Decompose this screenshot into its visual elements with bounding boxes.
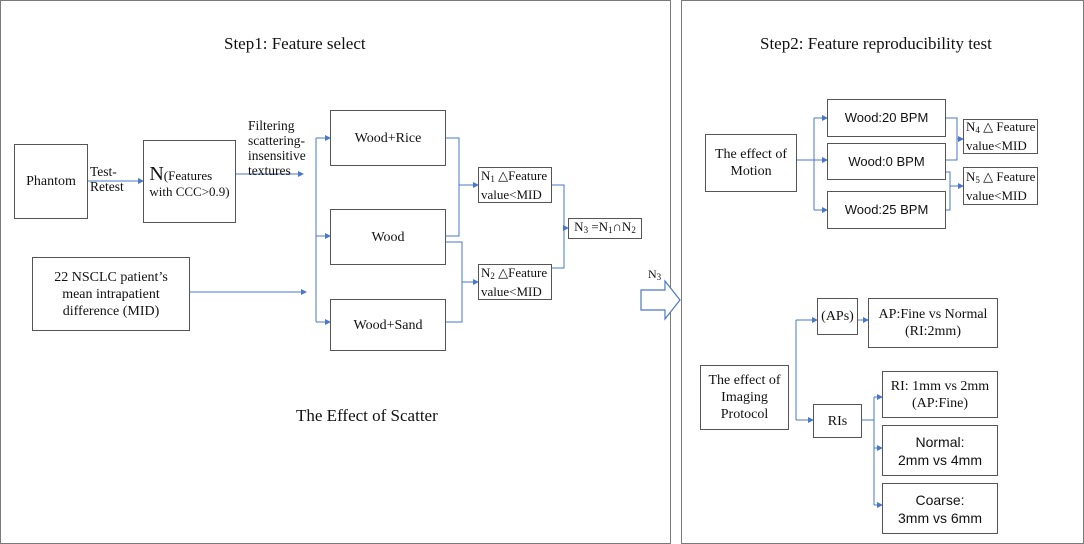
arrow-sub: 3 bbox=[656, 272, 662, 282]
n4-sub: 4 bbox=[975, 125, 980, 135]
n-features-label: (Features with CCC>0.9) bbox=[149, 167, 230, 199]
hollow-arrow bbox=[640, 279, 681, 321]
bpm20-bpm0-to-n4 bbox=[946, 117, 958, 161]
imaging-label: The effect of Imaging Protocol bbox=[708, 373, 781, 422]
n1-text: △Feature value<MID bbox=[481, 167, 548, 202]
n-symbol: N bbox=[149, 162, 164, 185]
n5-text: △ Feature value<MID bbox=[966, 168, 1036, 203]
normal-label: Normal: 2mm vs 4mm bbox=[898, 433, 982, 468]
bpm25-box: Wood:25 BPM bbox=[827, 191, 946, 229]
step1-subtitle: The Effect of Scatter bbox=[296, 406, 438, 425]
patients-mid-box: 22 NSCLC patient’s mean intrapatient dif… bbox=[32, 257, 190, 331]
ap-fine-normal-box: AP:Fine vs Normal (RI:2mm) bbox=[868, 298, 998, 348]
n2-sub: 2 bbox=[490, 270, 495, 281]
n3-cap: ∩N bbox=[612, 219, 632, 234]
n3-lhs-sub: 3 bbox=[583, 225, 589, 235]
bpm0-label: Wood:0 BPM bbox=[848, 153, 925, 169]
wood-rice-box: Wood+Rice bbox=[330, 110, 446, 166]
wood-sand-box: Wood+Sand bbox=[330, 299, 446, 351]
n4-box: N4 △ Feature value<MID bbox=[963, 119, 1038, 154]
patients-mid-label: 22 NSCLC patient’s mean intrapatient dif… bbox=[54, 269, 168, 319]
step2-title: Step2: Feature reproducibility test bbox=[760, 34, 992, 53]
rice-wood-to-n1 bbox=[446, 137, 460, 237]
n5-box: N5 △ Feature value<MID bbox=[963, 167, 1038, 205]
imaging-box: The effect of Imaging Protocol bbox=[700, 365, 789, 430]
ri-1-2-box: RI: 1mm vs 2mm (AP:Fine) bbox=[882, 371, 998, 418]
bpm0-box: Wood:0 BPM bbox=[827, 143, 946, 180]
n3-s1: 1 bbox=[608, 225, 613, 235]
aps-label: (APs) bbox=[821, 309, 854, 324]
n1-sub: 1 bbox=[490, 173, 495, 184]
n4-text: △ Feature value<MID bbox=[966, 119, 1036, 153]
bpm20-box: Wood:20 BPM bbox=[827, 99, 946, 137]
wood-sand-label: Wood+Sand bbox=[353, 317, 423, 333]
n-features-box: N(Features with CCC>0.9) bbox=[143, 140, 236, 223]
bpm20-label: Wood:20 BPM bbox=[844, 110, 929, 125]
n1-n2-to-n3 bbox=[552, 184, 565, 269]
ris-label: RIs bbox=[827, 413, 848, 429]
coarse-label: Coarse: 3mm vs 6mm bbox=[898, 491, 982, 526]
arrow-n: N bbox=[648, 267, 657, 281]
motion-label: The effect of Motion bbox=[714, 147, 788, 179]
n2-text: △Feature value<MID bbox=[481, 264, 548, 299]
wood-sand-to-n2 bbox=[446, 241, 463, 323]
n3-s2: 2 bbox=[631, 225, 636, 235]
ris-box: RIs bbox=[813, 404, 862, 438]
coarse-box: Coarse: 3mm vs 6mm bbox=[882, 483, 998, 534]
n3-lhs: N bbox=[574, 219, 584, 234]
normal-box: Normal: 2mm vs 4mm bbox=[882, 425, 998, 476]
phantom-box: Phantom bbox=[14, 144, 88, 219]
ri-1-2-label: RI: 1mm vs 2mm (AP:Fine) bbox=[890, 378, 990, 411]
wood-label: Wood bbox=[371, 229, 405, 245]
bpm25-label: Wood:25 BPM bbox=[844, 202, 929, 217]
motion-box: The effect of Motion bbox=[705, 134, 797, 192]
ap-fine-normal-label: AP:Fine vs Normal (RI:2mm) bbox=[878, 307, 988, 339]
step1-title: Step1: Feature select bbox=[224, 34, 366, 53]
filter-label: Filtering scattering- insensitive textur… bbox=[248, 118, 306, 178]
n2-box: N2 △Feature value<MID bbox=[478, 264, 552, 300]
n5-n: N bbox=[966, 168, 976, 184]
n3-eq: =N bbox=[588, 219, 609, 234]
wood-rice-label: Wood+Rice bbox=[354, 130, 422, 146]
aps-box: (APs) bbox=[817, 298, 858, 335]
n2-n: N bbox=[481, 264, 491, 280]
n1-n: N bbox=[481, 167, 491, 183]
n1-box: N1 △Feature value<MID bbox=[478, 167, 552, 203]
n4-n: N bbox=[966, 119, 976, 134]
bpm0-bpm25-to-n5 bbox=[946, 171, 951, 211]
hollow-arrow-label: N3 bbox=[648, 267, 661, 285]
test-retest-label: Test- Retest bbox=[90, 164, 124, 194]
phantom-label: Phantom bbox=[26, 174, 76, 189]
n3-box: N3 =N1∩N2 bbox=[568, 218, 642, 239]
wood-box: Wood bbox=[330, 209, 446, 265]
n5-sub: 5 bbox=[975, 174, 980, 185]
